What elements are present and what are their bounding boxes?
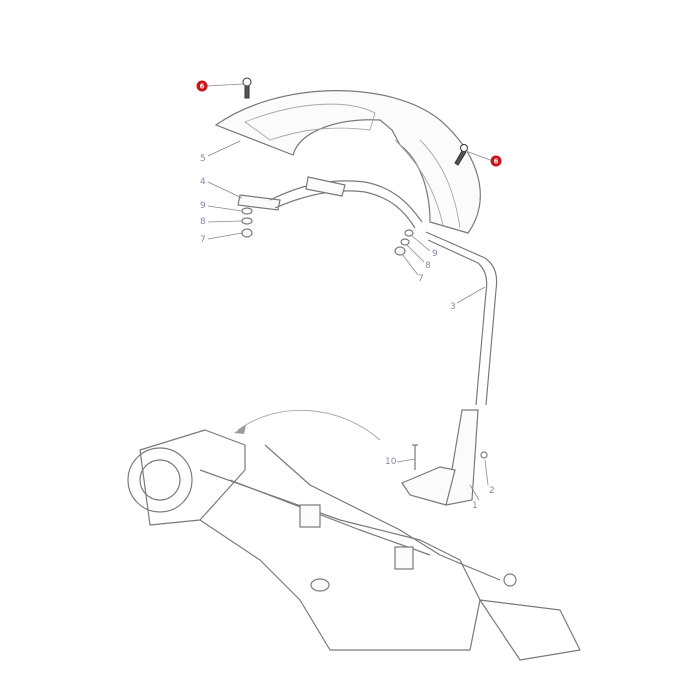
bolt-icon xyxy=(242,77,252,99)
callout-6-right[interactable]: 6 xyxy=(490,155,502,167)
stay-part-3 xyxy=(425,231,498,406)
callout-label: 6 xyxy=(494,158,499,166)
callout-7: 7 xyxy=(200,235,206,245)
callout-9: 9 xyxy=(432,249,438,259)
callout-10: 10 xyxy=(385,457,397,467)
front-axle-assembly xyxy=(127,429,581,661)
callout-3: 3 xyxy=(450,302,456,312)
bracket-part-4 xyxy=(237,176,423,229)
callout-4: 4 xyxy=(200,177,206,187)
fasteners-right xyxy=(394,229,414,256)
callout-6-top[interactable]: 6 xyxy=(196,80,208,92)
bolt-icon xyxy=(454,144,468,166)
callout-2: 2 xyxy=(489,486,495,496)
fasteners-left xyxy=(241,207,253,238)
callout-7: 7 xyxy=(418,274,424,284)
callout-9: 9 xyxy=(200,201,206,211)
fender-part-5 xyxy=(214,90,481,234)
support-bracket-part-1 xyxy=(401,409,488,506)
callout-5: 5 xyxy=(200,154,206,164)
leader-lines xyxy=(206,83,491,501)
callout-8: 8 xyxy=(425,261,431,271)
callout-label: 6 xyxy=(200,83,205,91)
callout-8: 8 xyxy=(200,217,206,227)
callout-1: 1 xyxy=(472,501,478,511)
